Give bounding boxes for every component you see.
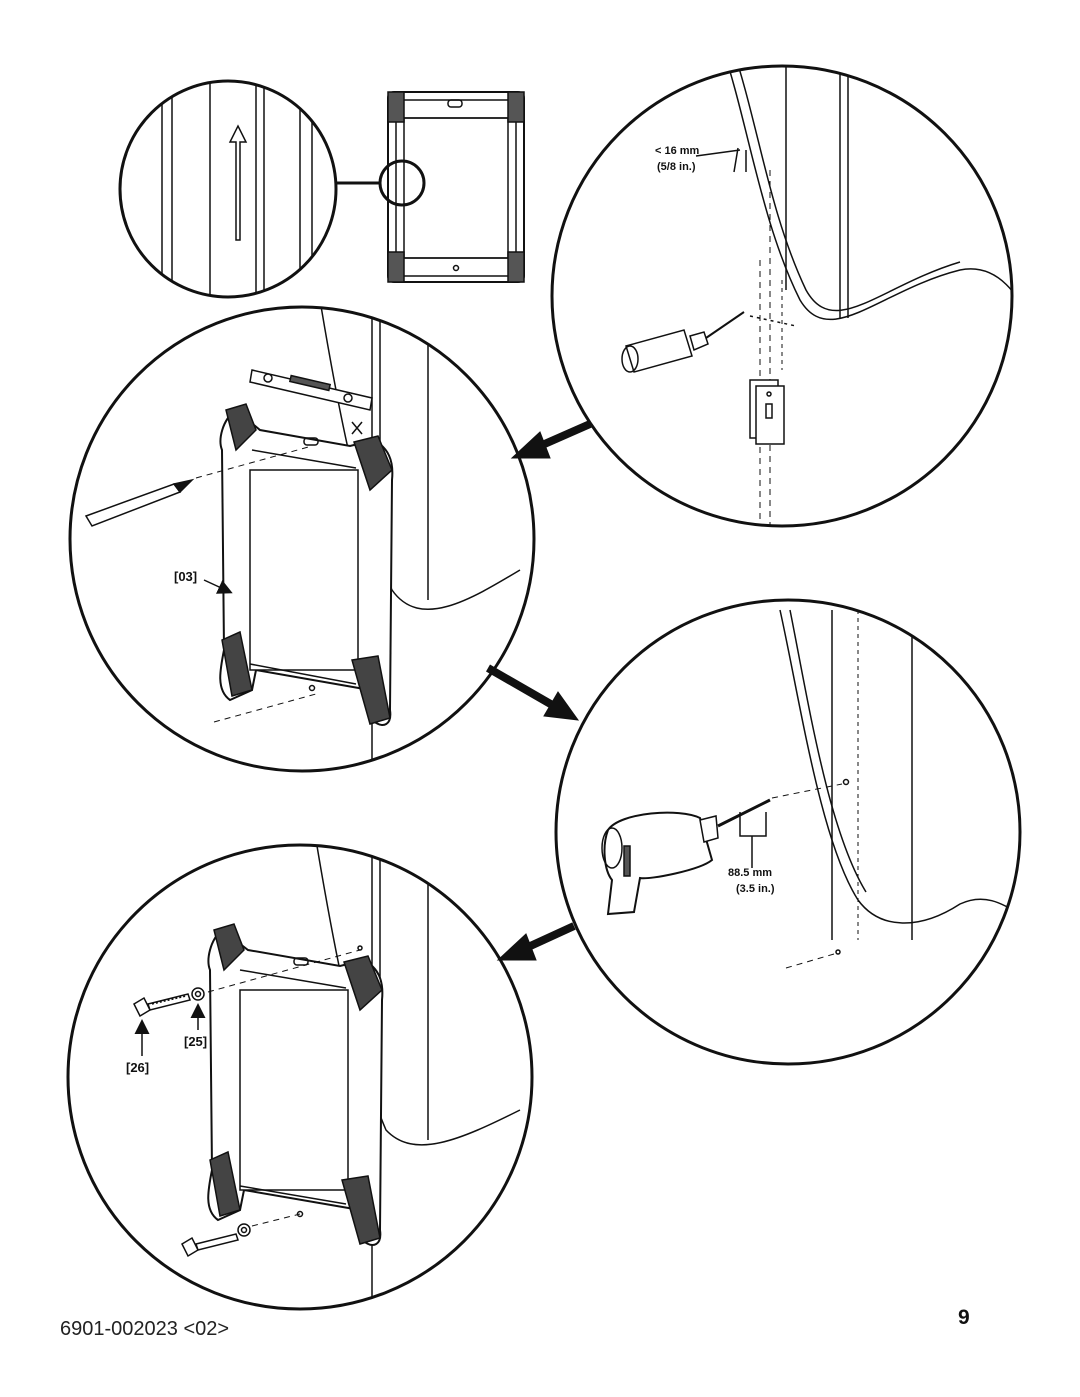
detail-circle-locate-stud: < 16 mm (5/8 in.) bbox=[550, 64, 1014, 528]
stud-offset-imperial: (5/8 in.) bbox=[657, 161, 696, 173]
flow-arrow-midright-to-bottom bbox=[496, 922, 576, 961]
flow-arrows bbox=[486, 420, 592, 961]
drill-depth-imperial: (3.5 in.) bbox=[736, 883, 775, 895]
flow-arrow-midleft-to-midright bbox=[486, 664, 580, 721]
drill-depth-metric: 88.5 mm bbox=[728, 867, 772, 879]
callout-lag-bolt: [26] bbox=[126, 1060, 149, 1075]
detail-circle-orientation bbox=[118, 79, 380, 299]
flow-arrow-topright-to-midleft bbox=[510, 420, 592, 459]
detail-circle-fasten: [26] [25] bbox=[66, 843, 534, 1311]
callout-bracket: [03] bbox=[174, 569, 197, 584]
bracket-overview bbox=[378, 91, 525, 283]
callout-washer: [25] bbox=[184, 1034, 207, 1049]
stud-offset-metric: < 16 mm bbox=[655, 145, 700, 157]
page-number: 9 bbox=[958, 1306, 970, 1329]
detail-circle-level-mark: [03] bbox=[68, 305, 536, 773]
document-number: 6901-002023 <02> bbox=[60, 1318, 230, 1340]
detail-circle-drill: 88.5 mm (3.5 in.) bbox=[554, 598, 1022, 1066]
